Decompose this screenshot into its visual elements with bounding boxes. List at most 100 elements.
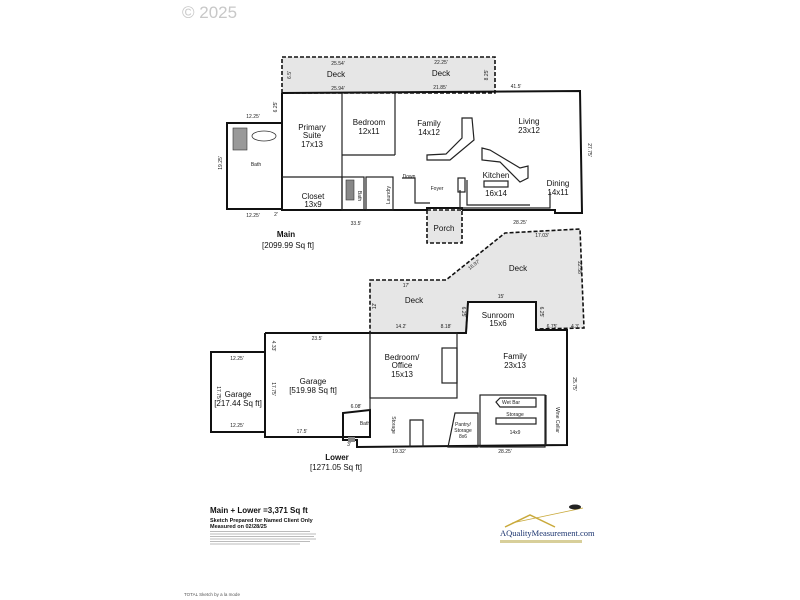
level-label-main: Main <box>277 230 295 239</box>
room-label-garage: Garage <box>225 390 252 399</box>
software-footer: TOTAL Sketch by a la mode <box>184 592 240 597</box>
dim: 25.94' <box>331 86 345 92</box>
main-level-plan: 25.54' 22.25' 25.94' 21.85' 41.5' 12.25'… <box>218 56 592 250</box>
dim: 2' <box>274 212 278 218</box>
room-label-foyer: Foyer <box>431 186 444 192</box>
level-area-lower: [1271.05 Sq ft] <box>310 463 362 472</box>
room-size: 17x13 <box>301 140 323 149</box>
logo-text: AQualityMeasurement.com <box>500 528 595 538</box>
prepared-note: Sketch Prepared for Named Client Only <box>210 518 314 524</box>
dim: 21.85' <box>433 85 447 91</box>
room-size: 12x11 <box>358 127 380 136</box>
room-size: 14x11 <box>547 188 569 197</box>
dim: 8.18' <box>441 324 452 330</box>
dim: 12.25' <box>230 423 244 429</box>
dim: 12.25' <box>230 356 244 362</box>
room-size: 15x13 <box>391 370 413 379</box>
room-label-garage: Garage <box>300 377 327 386</box>
dim: 17.75' <box>270 382 276 396</box>
room-size: 14x9 <box>510 430 521 436</box>
dim: 14.2' <box>396 324 407 330</box>
dim: 15' <box>498 294 505 300</box>
dim: 6.75' <box>547 324 558 330</box>
primary-bath-wing <box>226 122 283 210</box>
level-label-lower: Lower <box>325 453 349 462</box>
dim: 4.3' <box>571 324 579 330</box>
dim: 12' <box>372 303 378 310</box>
small-garage <box>210 351 266 433</box>
room-label-bath: Bath <box>251 162 262 168</box>
room-label-bedroom: Bedroom <box>353 118 386 127</box>
room-label-bath: Bath <box>360 421 371 427</box>
room-label-wet-bar: Wet Bar <box>502 400 520 406</box>
dim: 17.5' <box>297 429 308 435</box>
room-label-bedroom-office: Bedroom/ <box>385 353 420 362</box>
room-label-primary-suite: Suite <box>303 131 322 140</box>
room-size: 16x14 <box>485 189 507 198</box>
room-label-living: Living <box>519 117 540 126</box>
lower-deck <box>369 228 585 334</box>
room-label-laundry: Laundry <box>386 185 392 204</box>
dim: 25.75' <box>571 377 577 391</box>
dim: 17' <box>403 283 410 289</box>
room-label-family: Family <box>417 119 441 128</box>
main-deck <box>281 56 496 94</box>
room-label-deck: Deck <box>432 69 451 78</box>
room-label-storage: Storage <box>390 416 396 434</box>
room-area: [519.98 Sq ft] <box>289 386 337 395</box>
dim: 6.25' <box>273 102 279 113</box>
dim: 33.5' <box>351 221 362 227</box>
dim: 3' <box>347 442 351 448</box>
lower-outline <box>264 301 568 449</box>
room-label-kitchen: Kitchen <box>483 171 510 180</box>
level-area-main: [2099.99 Sq ft] <box>262 241 314 250</box>
dim: 12.25' <box>246 114 260 120</box>
dim: 28.25' <box>498 449 512 455</box>
dim: 8.25' <box>484 70 490 81</box>
disclaimer-text <box>210 531 316 545</box>
dim: 19.25' <box>218 156 224 170</box>
room-label-deck: Deck <box>327 70 346 79</box>
room-label-sunroom: Sunroom <box>482 311 515 320</box>
room-label-wine-cellar: Wine Cellar <box>554 407 560 433</box>
dim: 41.5' <box>511 84 522 90</box>
dim: 28.25' <box>513 220 527 226</box>
dim: 25.54' <box>331 61 345 67</box>
room-label-pantry: Pantry/ <box>455 422 471 428</box>
room-label-porch: Porch <box>434 224 455 233</box>
porch <box>426 209 463 244</box>
company-logo: AQualityMeasurement.com <box>500 504 595 543</box>
room-label-closet: Closet <box>302 192 325 201</box>
dim: 17.75' <box>215 386 221 400</box>
dim: 6.25' <box>538 307 544 318</box>
dim: 23.5' <box>312 336 323 342</box>
copyright-watermark: © 2025 <box>182 3 237 22</box>
room-label-storage: Storage <box>506 412 524 418</box>
lower-level-plan: 17.03' 16.97' 22.58' 17' 15' 14.2' 8.18'… <box>210 228 585 472</box>
dim: 6.25' <box>460 307 466 318</box>
measured-date: Measured on 02/28/25 <box>210 524 267 530</box>
main-outline <box>281 89 584 214</box>
room-size: 23x12 <box>518 126 540 135</box>
room-label-deck: Deck <box>509 264 528 273</box>
dim: 12.25' <box>246 213 260 219</box>
dim: 6.08' <box>351 404 362 410</box>
room-size: 13x9 <box>304 200 322 209</box>
dim: 22.58' <box>576 261 582 275</box>
room-label-pantry: Storage <box>454 428 472 434</box>
dim: 17.03' <box>535 233 549 239</box>
room-area: [217.44 Sq ft] <box>214 399 262 408</box>
dim: 6.5' <box>287 71 293 79</box>
room-size: 14x12 <box>418 128 440 137</box>
stair-label: Down <box>403 174 416 180</box>
room-label-family: Family <box>503 352 527 361</box>
room-label-deck: Deck <box>405 296 424 305</box>
room-size: 15x6 <box>489 319 507 328</box>
dim: 4.33' <box>270 341 276 352</box>
dim: 22.25' <box>434 60 448 66</box>
dim: 19.32' <box>392 449 406 455</box>
room-size: 8x6 <box>459 434 467 440</box>
room-size: 23x13 <box>504 361 526 370</box>
room-label-bath: Bath <box>356 191 362 202</box>
